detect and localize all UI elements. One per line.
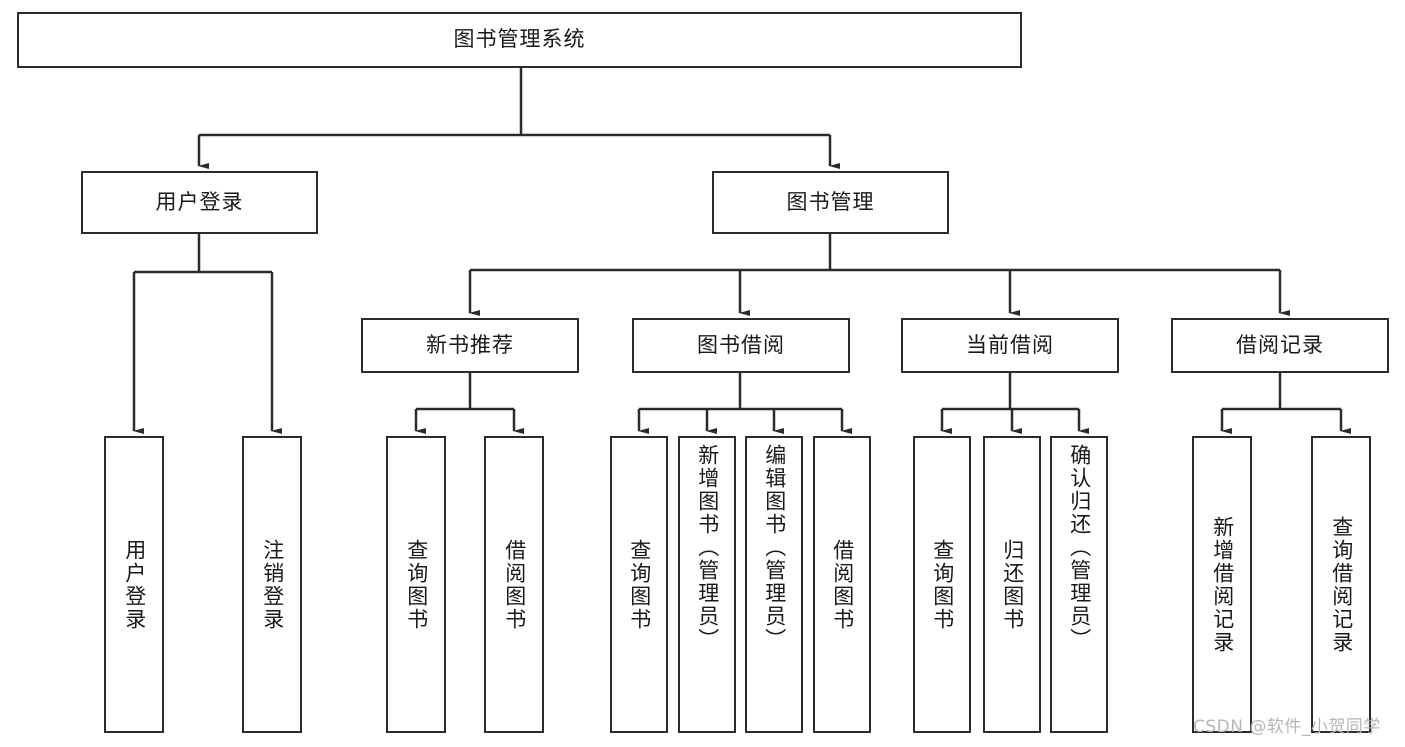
node-user-login[interactable]: 用户登录 xyxy=(81,171,318,234)
node-leaf-query-book-recommend[interactable]: 查询图书 xyxy=(386,436,446,733)
node-leaf-user-login-label: 用户登录 xyxy=(122,538,147,631)
node-leaf-logout-label: 注销登录 xyxy=(260,538,285,631)
node-current-borrow[interactable]: 当前借阅 xyxy=(901,318,1119,373)
node-borrow-record-label: 借阅记录 xyxy=(1236,332,1324,357)
node-leaf-query-book-current-label: 查询图书 xyxy=(930,538,955,631)
node-root-label: 图书管理系统 xyxy=(453,27,586,52)
node-leaf-borrow-book-recommend[interactable]: 借阅图书 xyxy=(484,436,544,733)
node-leaf-query-borrow-record-label: 查询借阅记录 xyxy=(1329,515,1354,654)
node-leaf-confirm-return-admin-label: 确认归还（管理员） xyxy=(1067,444,1092,651)
node-user-login-label: 用户登录 xyxy=(155,189,244,214)
node-leaf-query-book-borrow[interactable]: 查询图书 xyxy=(610,436,668,733)
node-book-borrow-label: 图书借阅 xyxy=(697,332,785,357)
node-leaf-query-book-recommend-label: 查询图书 xyxy=(404,538,429,631)
node-borrow-record[interactable]: 借阅记录 xyxy=(1171,318,1389,373)
node-leaf-query-borrow-record[interactable]: 查询借阅记录 xyxy=(1311,436,1371,733)
node-leaf-add-book-admin[interactable]: 新增图书（管理员） xyxy=(678,436,736,733)
node-book-borrow[interactable]: 图书借阅 xyxy=(632,318,850,373)
node-leaf-query-book-current[interactable]: 查询图书 xyxy=(913,436,971,733)
node-leaf-logout[interactable]: 注销登录 xyxy=(242,436,302,733)
node-leaf-borrow-book-recommend-label: 借阅图书 xyxy=(502,538,527,631)
node-leaf-user-login[interactable]: 用户登录 xyxy=(104,436,164,733)
node-leaf-query-book-borrow-label: 查询图书 xyxy=(627,538,652,631)
node-leaf-add-borrow-record-label: 新增借阅记录 xyxy=(1210,515,1235,654)
node-leaf-edit-book-admin-label: 编辑图书（管理员） xyxy=(762,444,787,651)
node-new-book-recommend-label: 新书推荐 xyxy=(426,332,514,357)
node-new-book-recommend[interactable]: 新书推荐 xyxy=(361,318,579,373)
node-book-management-label: 图书管理 xyxy=(786,189,875,214)
node-leaf-confirm-return-admin[interactable]: 确认归还（管理员） xyxy=(1050,436,1108,733)
node-leaf-borrow-book[interactable]: 借阅图书 xyxy=(813,436,871,733)
node-root[interactable]: 图书管理系统 xyxy=(17,12,1022,68)
node-leaf-return-book-label: 归还图书 xyxy=(1000,538,1025,631)
node-leaf-return-book[interactable]: 归还图书 xyxy=(983,436,1041,733)
node-leaf-edit-book-admin[interactable]: 编辑图书（管理员） xyxy=(745,436,803,733)
node-book-management[interactable]: 图书管理 xyxy=(712,171,949,234)
node-current-borrow-label: 当前借阅 xyxy=(966,332,1054,357)
node-leaf-add-borrow-record[interactable]: 新增借阅记录 xyxy=(1192,436,1252,733)
node-leaf-borrow-book-label: 借阅图书 xyxy=(830,538,855,631)
node-leaf-add-book-admin-label: 新增图书（管理员） xyxy=(695,444,720,651)
